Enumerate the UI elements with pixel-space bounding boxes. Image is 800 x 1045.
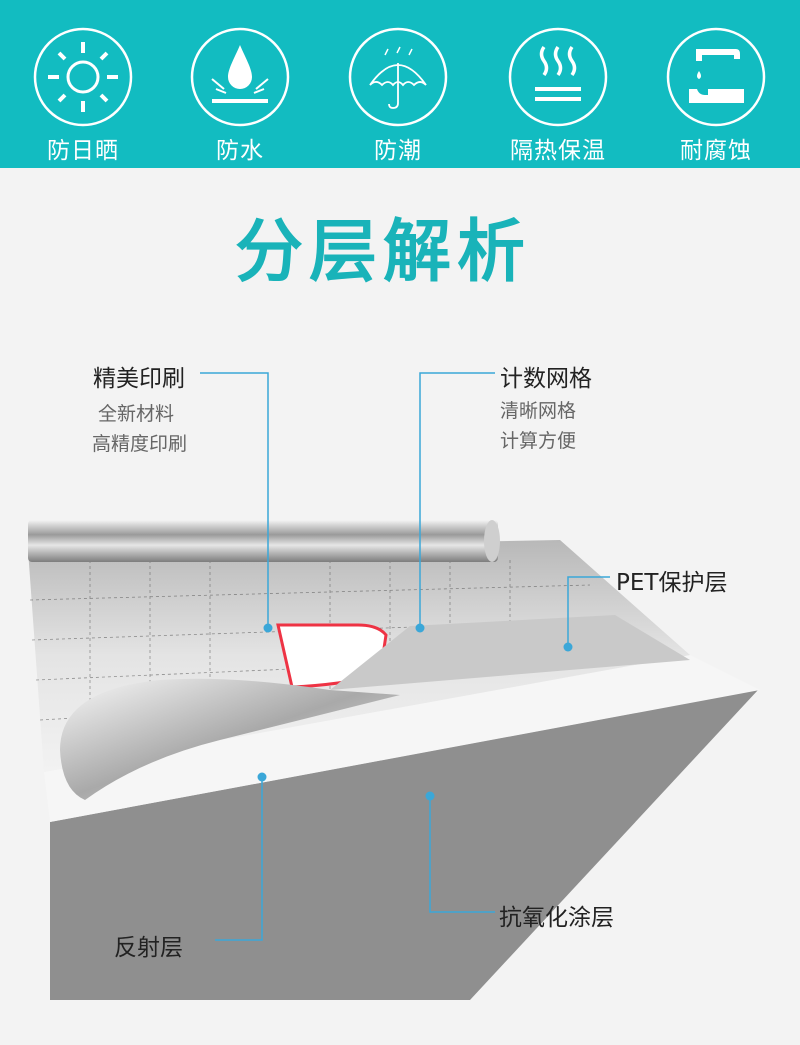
feature-label: 防潮 <box>374 138 422 164</box>
page-title: 分层解析 <box>234 213 531 292</box>
callout-printing-line: 高精度印刷 <box>92 433 188 455</box>
foil-roll <box>28 520 498 562</box>
feature-water: 防水 <box>170 0 310 165</box>
feature-label: 防日晒 <box>47 138 119 164</box>
heat-waves-icon <box>508 27 608 127</box>
umbrella-icon <box>348 27 448 127</box>
corrosion-icon <box>666 27 766 127</box>
feature-moisture: 防潮 <box>328 0 468 165</box>
anti-oxidation-layer <box>50 690 758 1000</box>
callout-grid-label: 计数网格 <box>500 366 592 392</box>
feature-label: 隔热保温 <box>510 138 606 164</box>
callout-coating-label: 抗氧化涂层 <box>499 905 614 931</box>
sun-icon <box>33 27 133 127</box>
feature-label: 防水 <box>216 138 264 164</box>
feature-insulation: 隔热保温 <box>488 0 628 165</box>
roll-end <box>484 520 500 562</box>
white-slab <box>44 655 760 822</box>
callout-grid-line: 清晰网格 <box>500 400 577 422</box>
callout-reflective-label: 反射层 <box>114 935 183 961</box>
callout-lines <box>200 372 610 941</box>
pet-protective-layer <box>330 615 690 690</box>
callout-printing-line: 全新材料 <box>98 403 175 425</box>
feature-band: 防日晒 防水 防潮 隔热保温 耐腐蚀 <box>0 0 800 168</box>
feature-sun: 防日晒 <box>13 0 153 165</box>
callout-grid-line: 计算方便 <box>500 430 577 452</box>
callout-dots <box>257 623 573 801</box>
peeled-film-curl <box>60 678 400 800</box>
feature-corrosion: 耐腐蚀 <box>646 0 786 165</box>
water-drop-icon <box>190 27 290 127</box>
callout-pet-label: PET保护层 <box>616 570 728 596</box>
callout-printing-label: 精美印刷 <box>93 366 185 392</box>
feature-label: 耐腐蚀 <box>680 138 752 164</box>
